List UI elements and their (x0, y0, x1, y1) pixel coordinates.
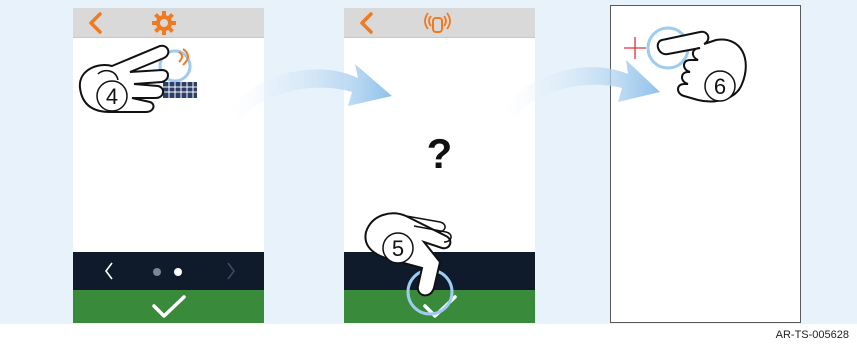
page-dot-2 (174, 268, 182, 276)
next-page-icon[interactable] (225, 261, 237, 281)
gear-icon[interactable] (151, 10, 177, 36)
screen-calibration-start: ? (344, 8, 535, 323)
touchscreen-calibration-icon[interactable] (153, 46, 203, 106)
back-arrow-icon[interactable] (83, 11, 109, 35)
previous-page-icon[interactable] (103, 261, 115, 281)
check-icon (420, 293, 460, 321)
tap-target-icon (424, 10, 452, 36)
calibration-cross-icon[interactable] (621, 24, 661, 64)
top-bar (73, 8, 264, 38)
back-arrow-icon[interactable] (354, 11, 380, 35)
check-icon (149, 293, 189, 321)
confirm-button[interactable] (344, 290, 535, 323)
top-bar (344, 8, 535, 38)
confirm-button[interactable] (73, 290, 264, 323)
page-navigation-bar (73, 252, 264, 290)
navigation-bar (344, 252, 535, 290)
page-dot-1 (153, 268, 161, 276)
screen-settings (73, 8, 264, 323)
reference-code: AR-TS-005628 (776, 329, 849, 341)
question-mark: ? (344, 130, 535, 178)
screen-calibration-target (610, 5, 801, 323)
